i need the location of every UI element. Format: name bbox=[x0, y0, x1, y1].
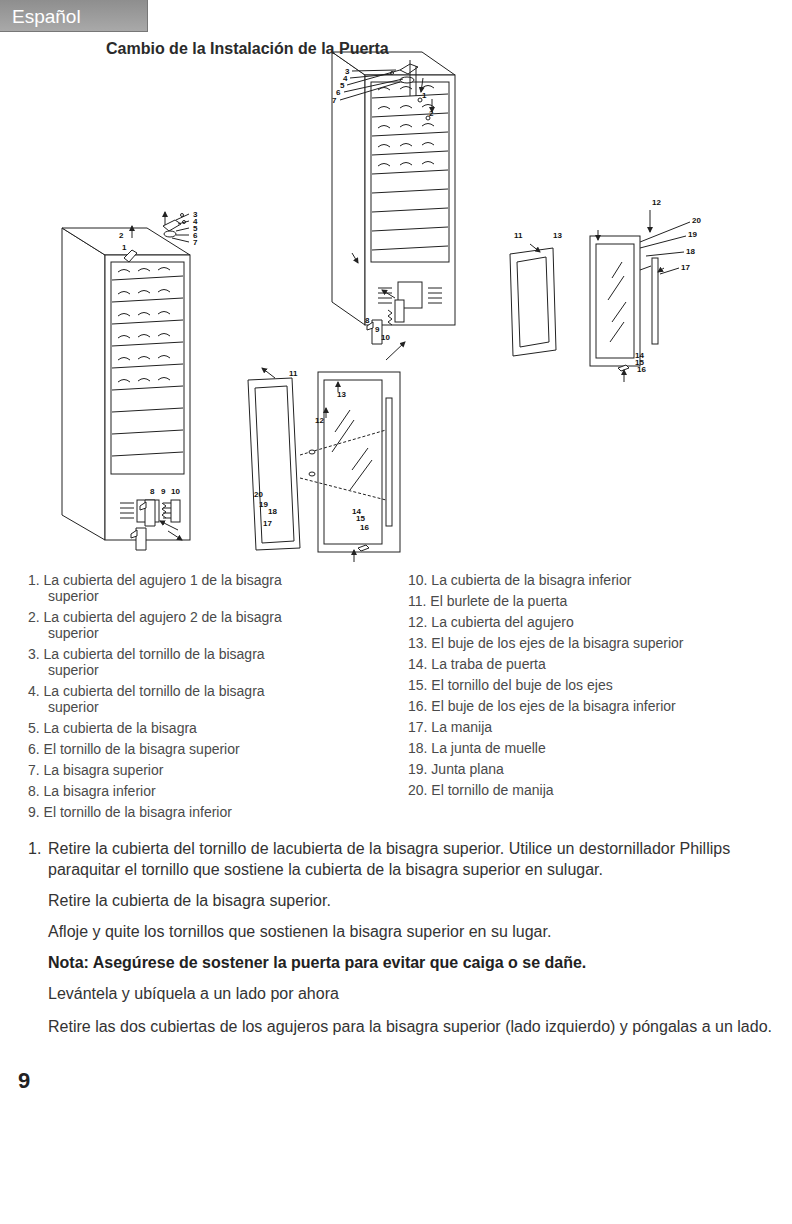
callout-number: 5 bbox=[193, 225, 197, 232]
callout-number: 7 bbox=[332, 97, 336, 104]
parts-list-item: 19. Junta plana bbox=[408, 761, 772, 777]
callout-number: 6 bbox=[193, 232, 197, 239]
callout-number: 9 bbox=[161, 488, 165, 495]
language-tab: Español bbox=[0, 0, 148, 32]
callout-number: 12 bbox=[315, 417, 324, 424]
parts-list-item: 17. La manija bbox=[408, 719, 772, 735]
callout-number: 2 bbox=[119, 232, 123, 239]
callout-number: 10 bbox=[171, 488, 180, 495]
callout-number: 2 bbox=[429, 110, 433, 117]
section-title: Cambio de la Instalación de la Puerta bbox=[106, 40, 389, 58]
callout-number: 9 bbox=[375, 326, 379, 333]
callout-number: 8 bbox=[365, 317, 369, 324]
callout-number: 6 bbox=[336, 89, 340, 96]
parts-list-item: 5. La cubierta de la bisagra bbox=[28, 720, 290, 736]
callout-number: 12 bbox=[652, 199, 661, 206]
parts-list-item: 7. La bisagra superior bbox=[28, 762, 290, 778]
callout-number: 16 bbox=[637, 366, 646, 373]
instruction-text: Retire las dos cubiertas de los agujeros… bbox=[48, 1016, 772, 1037]
callout-number: 4 bbox=[343, 75, 347, 82]
parts-list-item: 16. El buje de los ejes de la bisagra in… bbox=[408, 698, 772, 714]
parts-list-item: 6. El tornillo de la bisagra superior bbox=[28, 741, 290, 757]
callout-number: 15 bbox=[635, 359, 644, 366]
parts-list-item: 14. La traba de puerta bbox=[408, 656, 772, 672]
parts-list-item: 3. La cubierta del tornillo de la bisagr… bbox=[28, 646, 290, 678]
parts-list-item: 10. La cubierta de la bisagra inferior bbox=[408, 572, 772, 588]
parts-list-item: 2. La cubierta del agujero 2 de la bisag… bbox=[28, 609, 290, 641]
parts-list-item: 18. La junta de muelle bbox=[408, 740, 772, 756]
callout-number: 8 bbox=[150, 488, 154, 495]
callout-number: 19 bbox=[259, 501, 268, 508]
callout-number: 7 bbox=[193, 239, 197, 246]
note-text: Nota: Asegúrese de sostener la puerta pa… bbox=[48, 952, 728, 973]
page-number: 9 bbox=[18, 1068, 30, 1094]
instruction-text: Afloje y quite los tornillos que sostien… bbox=[48, 921, 772, 942]
callout-number: 17 bbox=[681, 264, 690, 271]
callout-number: 11 bbox=[289, 370, 297, 377]
callout-number: 11 bbox=[514, 232, 522, 239]
callout-number: 20 bbox=[254, 491, 263, 498]
callout-number: 15 bbox=[356, 515, 365, 522]
parts-list-item: 20. El tornillo de manija bbox=[408, 782, 772, 798]
instruction-text: Retire la cubierta de la bisagra superio… bbox=[48, 890, 772, 911]
callout-number: 18 bbox=[686, 248, 695, 255]
parts-list-item: 11. El burlete de la puerta bbox=[408, 593, 772, 609]
callout-number: 19 bbox=[688, 231, 697, 238]
callout-number: 14 bbox=[635, 352, 644, 359]
callout-number: 13 bbox=[553, 232, 562, 239]
callout-number: 13 bbox=[337, 391, 346, 398]
callout-number: 16 bbox=[360, 524, 369, 531]
callout-number: 14 bbox=[352, 508, 361, 515]
tab-label: Español bbox=[0, 0, 147, 28]
callout-number: 18 bbox=[268, 508, 277, 515]
instruction-text: Levántela y ubíquela a un lado por ahora bbox=[48, 983, 772, 1004]
callout-number: 5 bbox=[340, 82, 344, 89]
parts-list-item: 9. El tornillo de la bisagra inferior bbox=[28, 804, 290, 820]
callout-number: 1 bbox=[122, 244, 126, 251]
parts-list-item: 1. La cubierta del agujero 1 de la bisag… bbox=[28, 572, 290, 604]
callout-number: 4 bbox=[193, 218, 197, 225]
step-number: 1. bbox=[28, 838, 41, 859]
parts-list-item: 15. El tornillo del buje de los ejes bbox=[408, 677, 772, 693]
parts-list-item: 4. La cubierta del tornillo de la bisagr… bbox=[28, 683, 290, 715]
callout-number: 1 bbox=[422, 92, 426, 99]
callout-number: 17 bbox=[263, 520, 272, 527]
callout-number: 20 bbox=[692, 217, 701, 224]
callout-number: 3 bbox=[193, 211, 197, 218]
callout-number: 10 bbox=[381, 334, 390, 341]
parts-list-item: 8. La bisagra inferior bbox=[28, 783, 290, 799]
parts-list-item: 13. El buje de los ejes de la bisagra su… bbox=[408, 635, 772, 651]
instruction-text: Retire la cubierta del tornillo de lacub… bbox=[48, 838, 772, 880]
callout-number: 3 bbox=[345, 68, 349, 75]
parts-list-item: 12. La cubierta del agujero bbox=[408, 614, 772, 630]
